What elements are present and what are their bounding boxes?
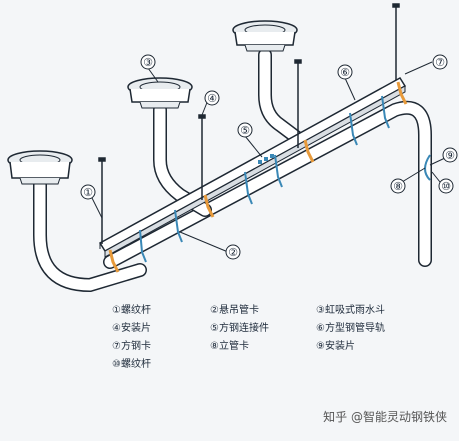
callout-5: ⑤ (237, 122, 253, 138)
callout-3-label: ③ (143, 56, 153, 69)
callout-9: ⑨ (442, 147, 458, 163)
square-steel-connector (258, 154, 274, 164)
callout-7: ⑦ (432, 54, 448, 70)
callout-10: ⑩ (438, 178, 454, 194)
callout-5-label: ⑤ (240, 124, 250, 137)
callout-1-label: ① (83, 186, 93, 199)
callout-4-label: ④ (207, 92, 217, 105)
callout-2-label: ② (228, 246, 238, 259)
pipe-clamps-blue (139, 95, 431, 263)
callout-10-label: ⑩ (441, 180, 451, 193)
callout-3: ③ (140, 54, 156, 70)
watermark: 知乎 @智能灵动钢铁侠 (323, 410, 447, 424)
siphon-rain-hopper-left (7, 150, 73, 185)
drain-pipes (33, 48, 432, 293)
pipe-clamps-orange (108, 81, 408, 273)
callout-2: ② (225, 244, 241, 260)
callout-1: ① (80, 184, 96, 200)
leader-lines (91, 61, 446, 253)
callout-6-label: ⑥ (340, 66, 350, 79)
siphon-rain-hopper-top (232, 20, 298, 52)
callout-7-label: ⑦ (435, 56, 445, 69)
callout-8: ⑧ (390, 178, 406, 194)
callout-6: ⑥ (337, 64, 353, 80)
siphon-rain-hopper-middle (127, 77, 193, 109)
callout-8-label: ⑧ (393, 180, 403, 193)
callout-4: ④ (204, 90, 220, 106)
callout-9-label: ⑨ (445, 149, 455, 162)
threaded-rods (98, 3, 400, 244)
